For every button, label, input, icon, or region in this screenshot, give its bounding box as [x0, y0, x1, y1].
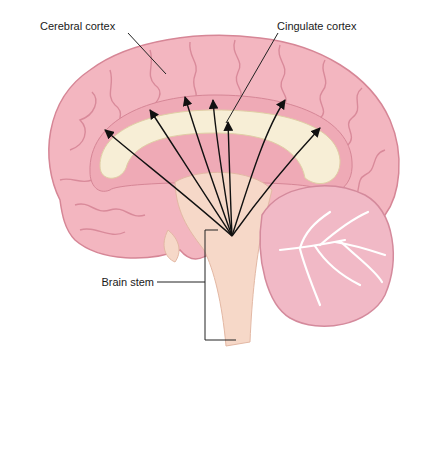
- projection-arrows: [105, 97, 320, 236]
- pituitary: [164, 230, 179, 262]
- leader-lines: [128, 33, 278, 340]
- cerebellum: [260, 186, 393, 326]
- structure-label: Brain stem: [101, 276, 154, 289]
- brainstem: [175, 172, 272, 346]
- structure-label: Cingulate cortex: [277, 20, 357, 33]
- structure-label: Cerebral cortex: [40, 20, 115, 33]
- arbor-vitae: [280, 212, 385, 305]
